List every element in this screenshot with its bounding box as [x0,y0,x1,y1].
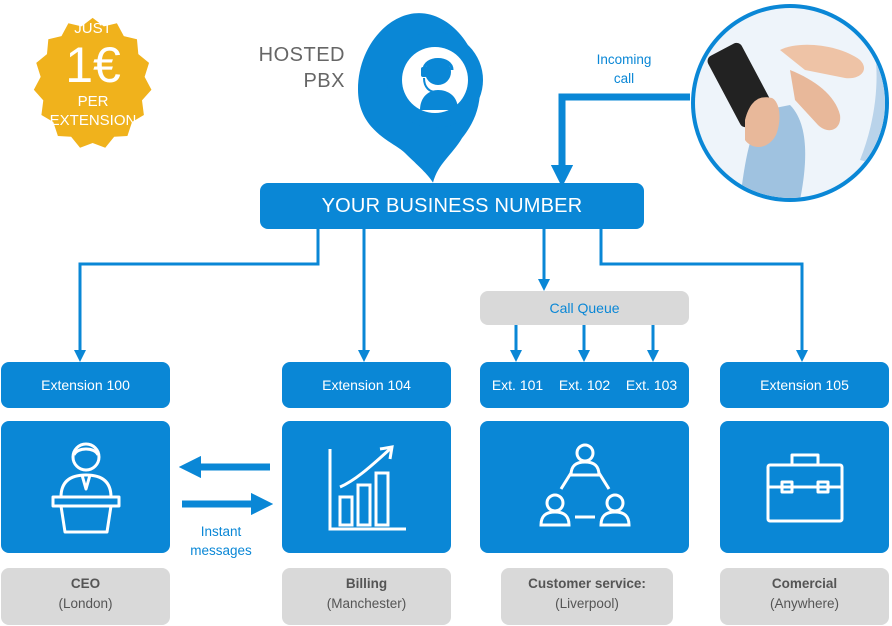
growth-chart-icon [328,445,406,531]
extension-100: Extension 100 [1,362,170,408]
extension-104: Extension 104 [282,362,451,408]
branch-ceo [74,229,320,362]
headset-pin [358,13,483,183]
hosted-pbx-label: HOSTED PBX [248,42,345,94]
ceo-panel [1,421,170,553]
billing-panel [282,421,451,553]
extension-105: Extension 105 [720,362,889,408]
extension-101: Ext. 101 [491,377,544,393]
hosted-line2: PBX [303,70,345,92]
call-queue-box: Call Queue [480,291,689,325]
department-billing-title: Billing [345,576,388,591]
customer-panel [480,421,689,553]
department-customer-title: Customer service: [528,576,646,591]
department-ceo-location: (London) [58,596,113,611]
department-ceo-title: CEO [70,576,101,591]
badge-price: 1€ [65,37,121,93]
extension-102: Ext. 102 [558,377,611,393]
phone-in-hand-icon [691,4,889,202]
comercial-panel [720,421,889,553]
department-comercial-title: Comercial [771,576,838,591]
department-customer-location: (Liverpool) [555,596,619,611]
price-badge [33,17,152,148]
incoming-line1: Incoming [596,52,652,67]
briefcase-icon [766,453,843,523]
badge-text: JUST 1€ PER EXTENSION [18,20,168,130]
incoming-call-label: Incoming call [585,50,663,88]
branch-comercial [599,229,808,362]
instant-line2: messages [190,543,252,558]
department-billing: Billing (Manchester) [282,568,451,625]
department-comercial: Comercial (Anywhere) [720,568,889,625]
department-comercial-location: (Anywhere) [769,596,840,611]
instant-messages-label: Instant messages [172,522,270,560]
badge-line1: JUST [74,20,112,37]
team-cycle-icon [538,443,631,527]
business-number-box: YOUR BUSINESS NUMBER [260,183,644,229]
incoming-call-arrow [550,93,690,188]
incoming-line2: call [613,71,635,86]
badge-line3: EXTENSION [49,112,137,129]
hosted-line1: HOSTED [258,44,345,66]
department-billing-location: (Manchester) [326,596,407,611]
queue-extensions: Ext. 101 Ext. 102 Ext. 103 [480,362,689,408]
department-ceo: CEO (London) [1,568,170,625]
department-customer: Customer service: (Liverpool) [501,568,673,625]
instant-line1: Instant [200,524,242,539]
headset-operator-icon [420,58,458,110]
speaker-podium-icon [51,442,120,534]
badge-line2: PER [77,93,109,110]
extension-103: Ext. 103 [625,377,678,393]
